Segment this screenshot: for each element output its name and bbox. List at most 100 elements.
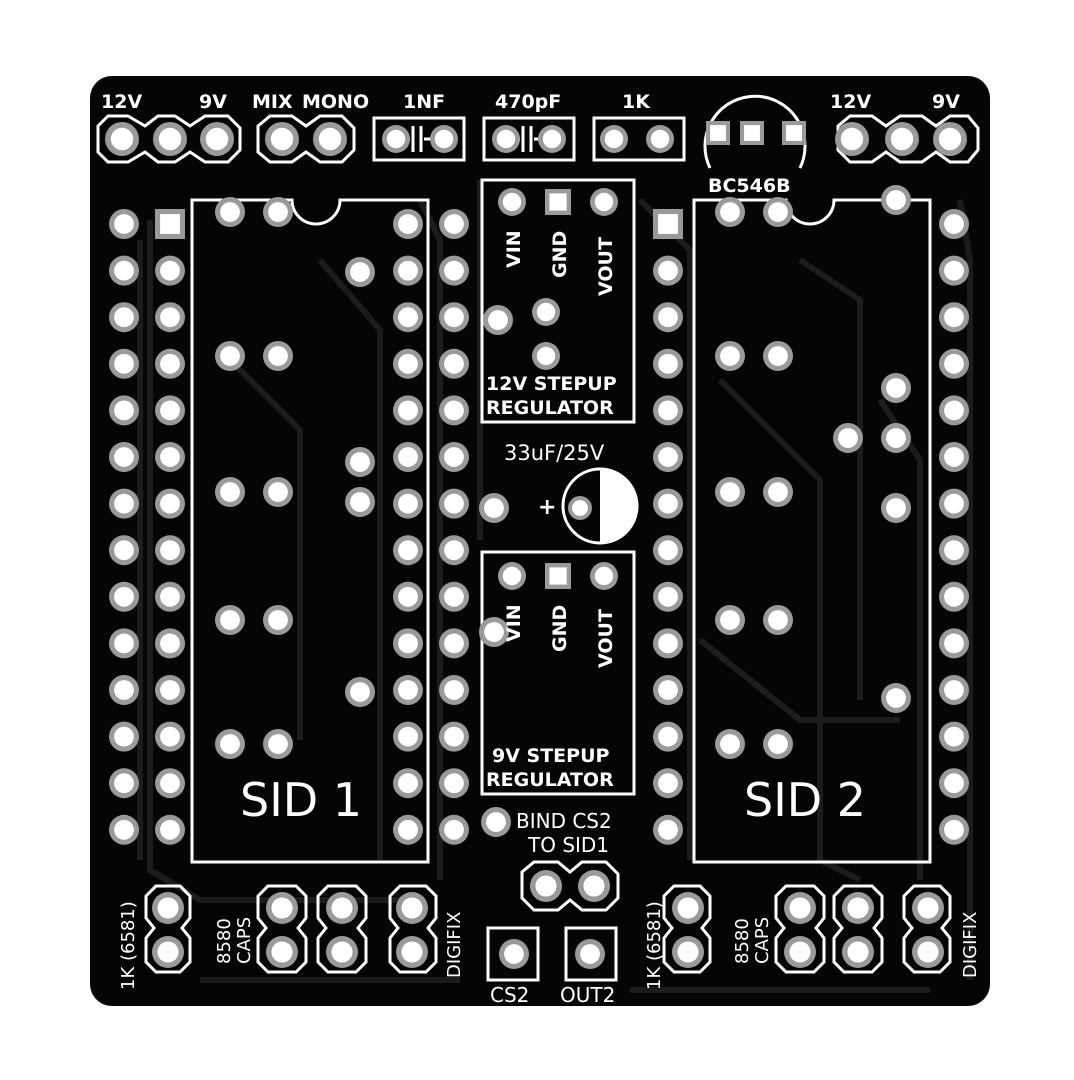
sid2-component-pad-hole: [720, 610, 740, 630]
sid2-outer-right-pad-hole: [944, 680, 964, 700]
sid2-component-pad-hole: [886, 688, 906, 708]
bind-jumper-outline: [520, 860, 620, 912]
sid1-outer-left-pad-hole: [114, 540, 134, 561]
sid1-inner-left-pad-hole: [160, 214, 180, 234]
right-caps-jumper-a-outline: [774, 884, 826, 974]
jumper-pad-hole: [917, 897, 939, 919]
reg12-pad-hole: [536, 346, 556, 366]
right-label-1k: 1K (6581): [644, 901, 665, 990]
sid1-inner-left-pad-hole: [160, 260, 180, 281]
reg9-pad-hole: [549, 567, 567, 585]
sid1-component-pad-hole: [220, 734, 240, 754]
power-header-right-outline: [836, 114, 980, 164]
jumper-pad-hole: [271, 897, 293, 919]
label-cap-1nf: 1NF: [403, 91, 445, 113]
sid1-outer-left-pad-hole: [114, 773, 134, 794]
sid1-inner-left-pad-hole: [160, 353, 180, 374]
sid2-outer-right-pad-hole: [944, 540, 964, 561]
sid1-outer-right-pad-hole: [444, 540, 464, 561]
right-1k-jumper-outline: [662, 884, 712, 974]
sid2-component-pad-hole: [720, 734, 740, 754]
sid2-inner-left-pad-hole: [658, 353, 678, 374]
jumper-pad-hole: [271, 941, 293, 963]
sid2-inner-left-pad-hole: [658, 819, 678, 840]
sid1-outer-right-pad-hole: [444, 773, 464, 794]
sid1-inner-left-pad-hole: [160, 586, 180, 607]
sid1-outer-right-pad-hole: [444, 400, 464, 421]
jumper-pad-hole: [847, 941, 869, 963]
label-9v-left: 9V: [199, 91, 227, 113]
sid1-component-pad-hole: [350, 262, 370, 282]
sid1-inner-right-pad-hole: [398, 540, 418, 561]
sid1-inner-left-pad-hole: [160, 540, 180, 561]
power-connector-pad-hole: [840, 127, 864, 151]
transistor-pad-hole: [710, 125, 726, 141]
sid1-outer-left-pad-hole: [114, 633, 134, 654]
sid2-inner-left-pad-hole: [658, 400, 678, 421]
sid2-component-pad-hole: [886, 428, 906, 448]
reg9-pad-hole: [484, 622, 504, 642]
label-12v-left: 12V: [101, 91, 142, 113]
power-connector-pad-hole: [158, 127, 182, 151]
sid2-outer-right-pad-hole: [944, 447, 964, 467]
right-label-digifix: DIGIFIX: [960, 912, 981, 978]
sid2-outer-right-pad-hole: [944, 400, 964, 421]
sid2-component-pad-hole: [720, 202, 740, 222]
sid1-outer-left-pad-hole: [114, 493, 134, 514]
jumper-pad-hole: [331, 897, 353, 919]
sid2-inner-left-pad-hole: [658, 773, 678, 794]
passive-component-pad-hole: [650, 129, 670, 149]
sid2-inner-left-pad-hole: [658, 726, 678, 747]
sid1-outer-left-pad-hole: [114, 726, 134, 747]
reg9-title-1: 9V STEPUP: [492, 745, 610, 767]
middle-pad-hole: [486, 812, 506, 832]
sid1-outer-right-pad-hole: [444, 447, 464, 467]
sid1-component-pad-hole: [350, 492, 370, 512]
right-caps-jumper-b-outline: [832, 884, 884, 974]
sid2-outer-right-pad-hole: [944, 633, 964, 654]
sid1-outer-left-pad-hole: [114, 819, 134, 840]
sid2-component-pad-hole: [720, 346, 740, 366]
power-connector-pad-hole: [110, 127, 134, 151]
out2-pad-outline: [564, 926, 618, 982]
reg9-pad-hole: [502, 566, 522, 586]
sid1-component-pad-hole: [220, 346, 240, 366]
cap-470pf-outline: [482, 116, 576, 162]
sid1-inner-right-pad-hole: [398, 680, 418, 700]
bind-jumper-pad-hole: [535, 875, 557, 897]
right-label-caps-1: 8580: [732, 918, 753, 964]
sid1-outer-right-pad-hole: [444, 680, 464, 700]
passive-component-pad-hole: [542, 129, 562, 149]
cs2-pad-outline: [486, 926, 540, 982]
sid2-component-pad-hole: [720, 482, 740, 502]
sid2-outer-right-pad-hole: [944, 260, 964, 281]
sid1-inner-right-pad-hole: [398, 726, 418, 747]
out2-pad-hole: [580, 944, 600, 964]
bind-line-1: BIND CS2: [516, 809, 612, 833]
power-connector-pad-hole: [890, 127, 914, 151]
left-label-1k: 1K (6581): [118, 901, 139, 990]
sid1-component-pad-hole: [268, 482, 288, 502]
jumper-pad-hole: [789, 897, 811, 919]
sid2-component-pad-hole: [768, 202, 788, 222]
sid1-component-pad-hole: [268, 202, 288, 222]
sid1-inner-left-pad-hole: [160, 773, 180, 794]
reg12-vout: VOUT: [595, 237, 617, 296]
reg9-vin: VIN: [503, 604, 525, 642]
sid1-inner-right-pad-hole: [398, 493, 418, 514]
reg12-vin: VIN: [503, 230, 525, 268]
sid1-component-pad-hole: [220, 202, 240, 222]
reg9-vout: VOUT: [595, 609, 617, 668]
cs2-pad-hole: [504, 944, 524, 964]
jumper-pad-hole: [401, 897, 423, 919]
sid2-inner-left-pad-hole: [658, 633, 678, 654]
sid1-outer-left-pad-hole: [114, 260, 134, 281]
power-connector-pad-hole: [205, 127, 229, 151]
electrolytic-cap-stripe: [600, 469, 637, 543]
sid2-outer-right-pad-hole: [944, 493, 964, 514]
reg9-gnd: GND: [549, 605, 571, 652]
label-res-1k: 1K: [622, 91, 651, 113]
sid1-inner-right-pad-hole: [398, 447, 418, 467]
sid1-component-pad-hole: [268, 610, 288, 630]
